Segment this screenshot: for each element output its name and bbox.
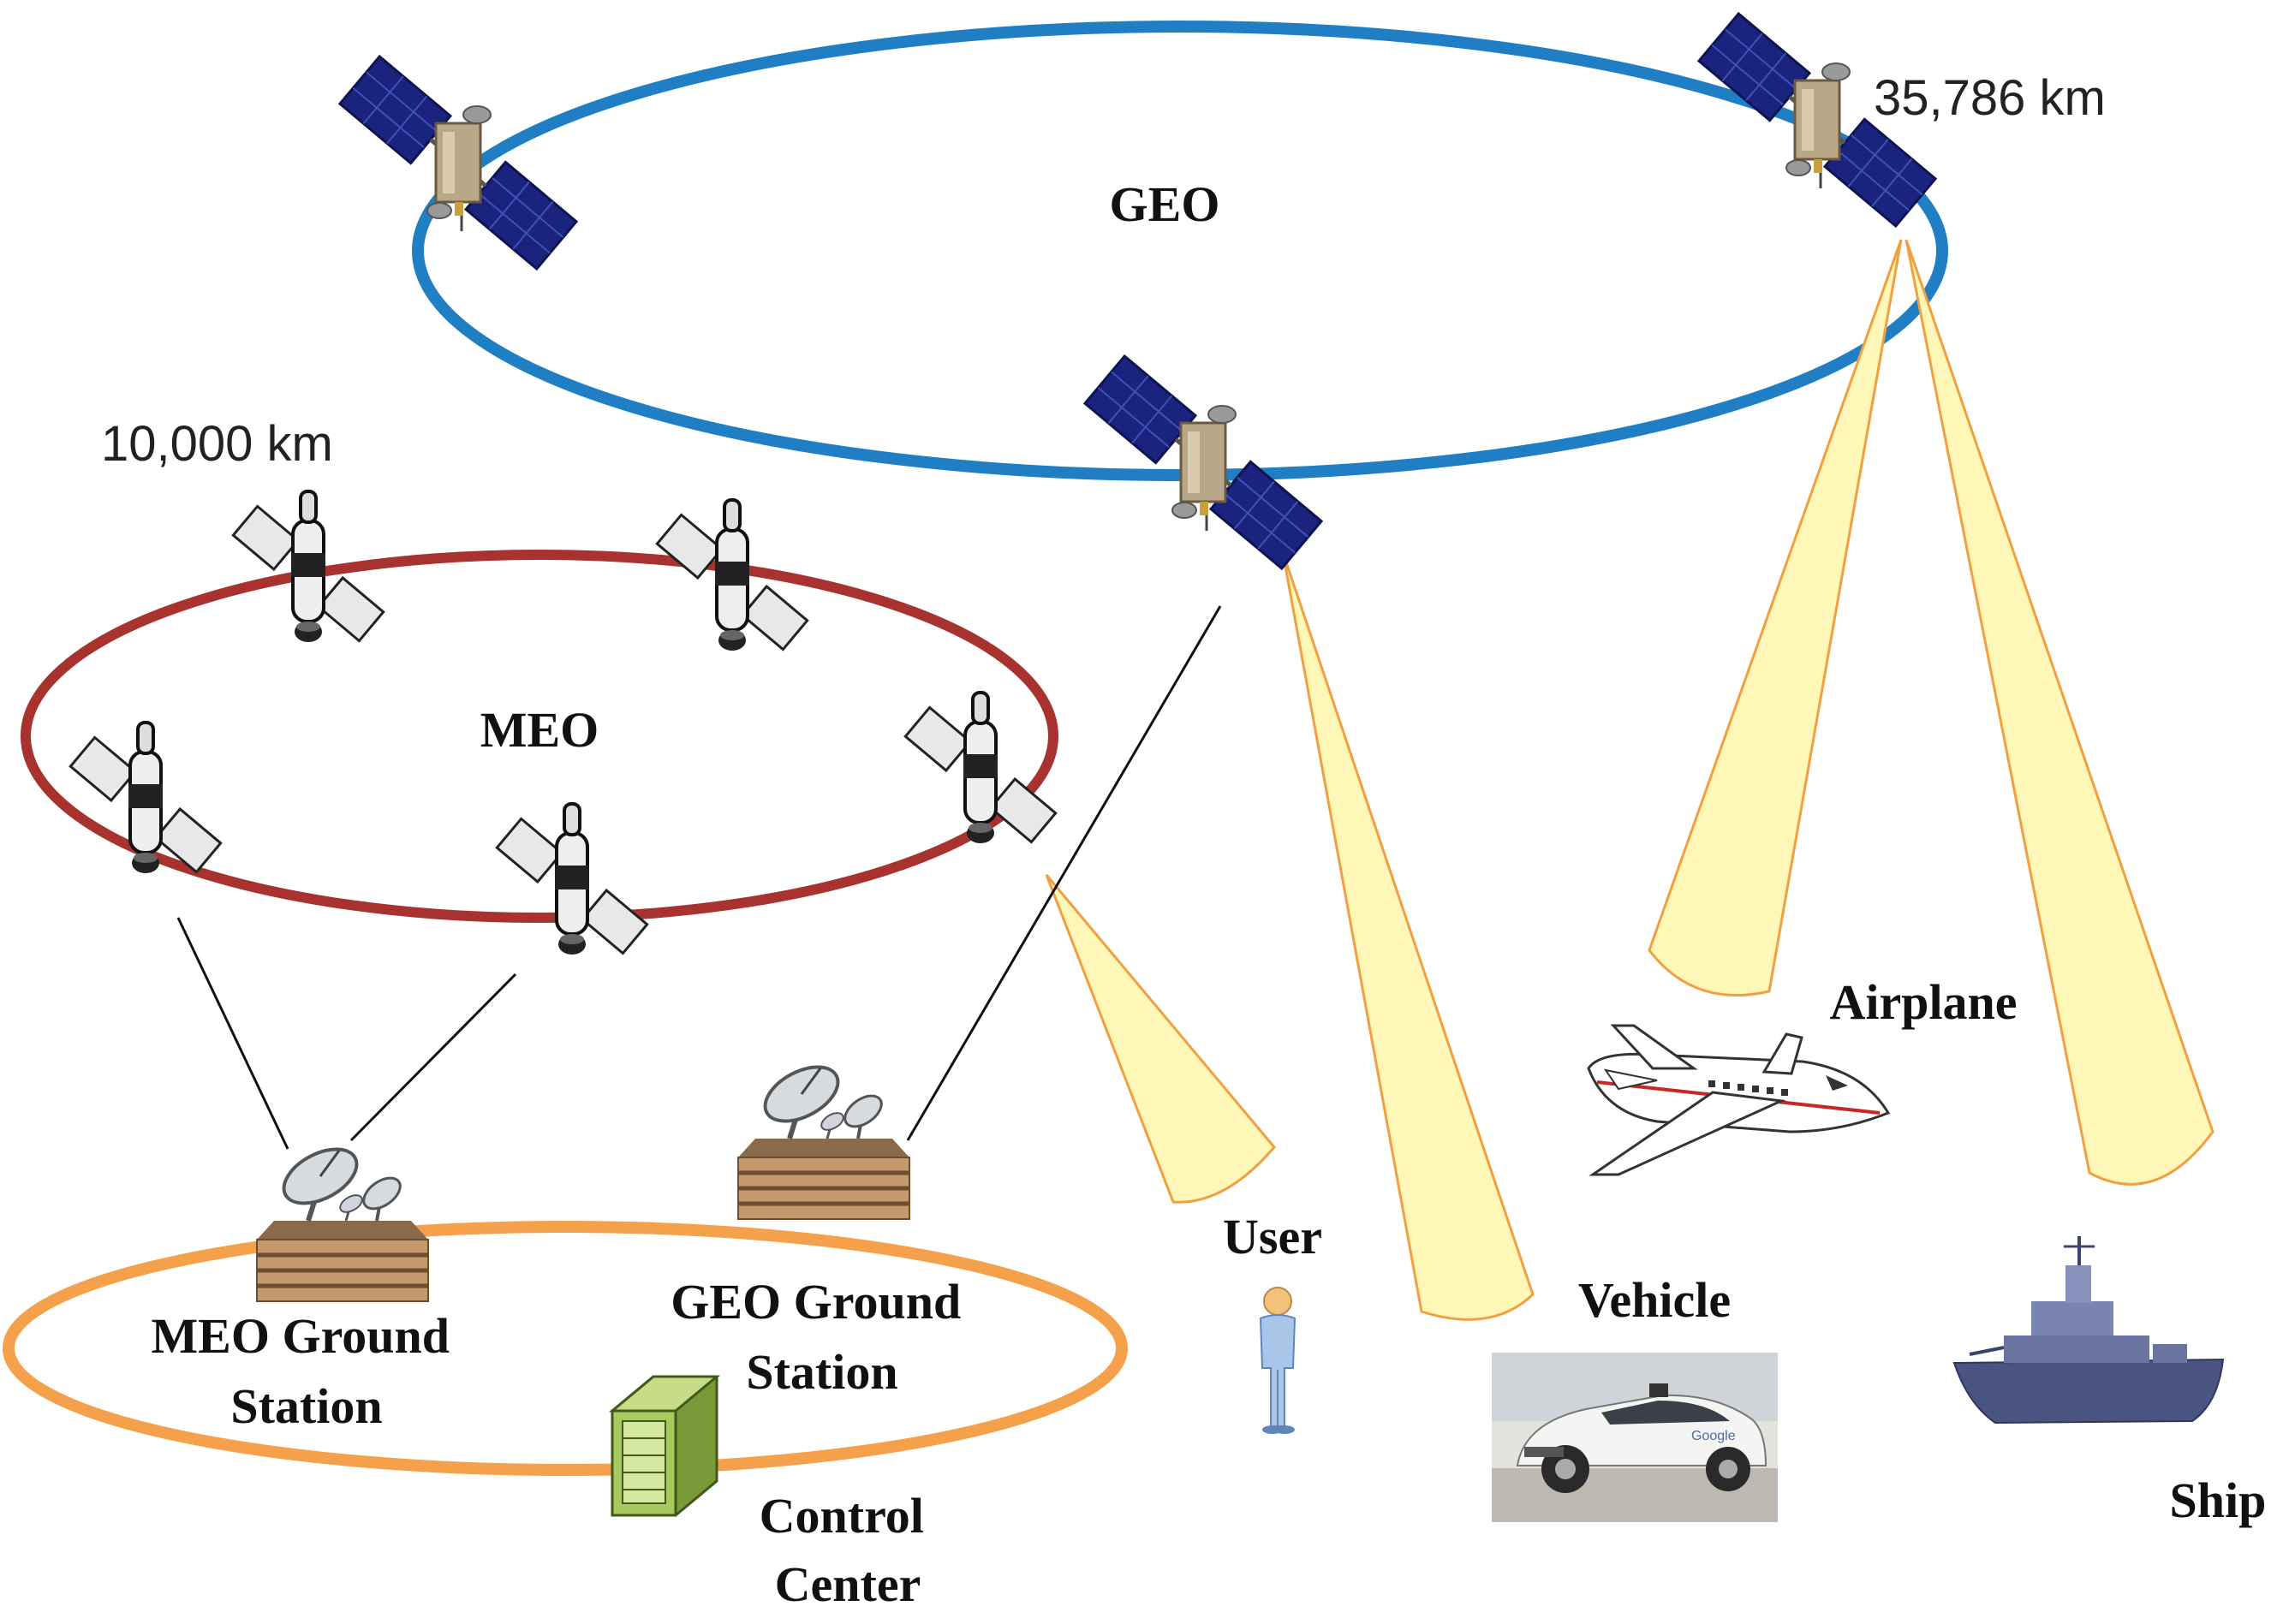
geo-link	[906, 605, 1222, 1141]
control-center-label-line2: Center	[775, 1556, 921, 1612]
meo-ground-station-label: MEO Ground Station	[151, 1308, 462, 1434]
ground-orbit	[3, 1221, 1128, 1476]
meo-satellite-icon	[495, 802, 649, 956]
meo-satellite-icon	[69, 721, 223, 875]
server-icon	[608, 1375, 721, 1517]
meo-altitude-label: 10,000 km	[101, 416, 333, 472]
ground-station-icon	[257, 1138, 428, 1301]
geo-label: GEO	[1110, 176, 1220, 232]
vehicle-beam	[1281, 551, 1535, 1321]
car-icon: Google	[1492, 1353, 1778, 1522]
airplane-beam	[1648, 239, 1903, 997]
meo-satellite-icon	[903, 691, 1058, 845]
ship-beam	[1904, 239, 2214, 1186]
vehicle-label: Vehicle	[1578, 1272, 1731, 1328]
geo-ground-station-label-line2: Station	[746, 1344, 897, 1400]
meo-ground-station-label-line2: Station	[230, 1378, 382, 1434]
vehicle-photo-text: Google	[1691, 1429, 1736, 1443]
user-beam	[1045, 874, 1276, 1204]
meo-ground-station-label-line1: MEO Ground	[151, 1308, 450, 1364]
ground-station-icon	[738, 1056, 909, 1219]
control-center-label: Control Center	[760, 1488, 937, 1612]
geo-ground-station-label-line1: GEO Ground	[671, 1274, 961, 1330]
geo-ground-station-label: GEO Ground Station	[671, 1274, 974, 1400]
control-center-label-line1: Control	[760, 1488, 924, 1544]
meo-link-left	[176, 917, 289, 1150]
geo-satellite-icon	[1085, 356, 1321, 568]
airplane-icon	[1587, 1024, 1891, 1176]
ship-icon	[1952, 1236, 2225, 1425]
ship-label: Ship	[2170, 1472, 2267, 1528]
person-icon	[1259, 1287, 1296, 1434]
meo-orbit	[21, 550, 1058, 923]
user-label: User	[1223, 1209, 1322, 1264]
geo-altitude-label: 35,786 km	[1874, 70, 2106, 126]
geo-satellite-icon	[340, 57, 576, 269]
meo-label: MEO	[480, 702, 599, 758]
meo-link-right	[349, 973, 517, 1142]
airplane-label: Airplane	[1829, 974, 2017, 1030]
